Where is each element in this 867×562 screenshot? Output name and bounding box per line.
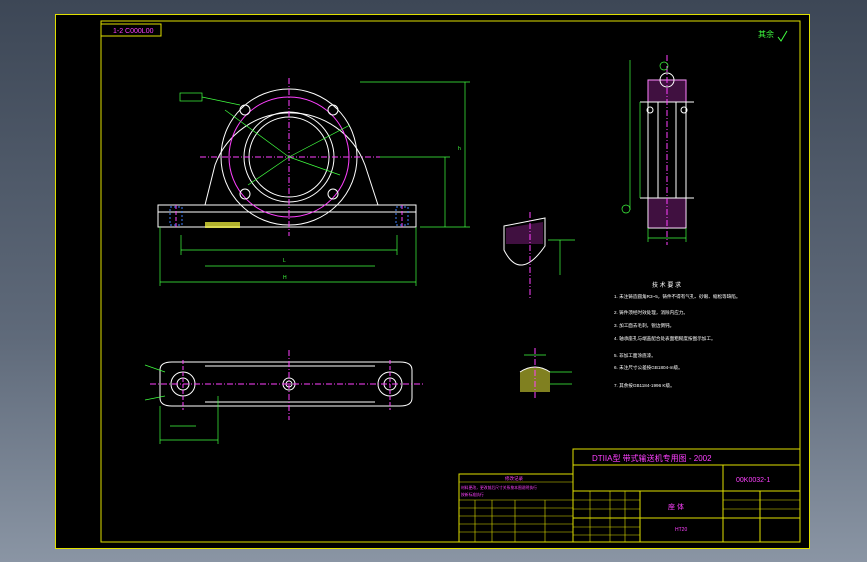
tech-req-item: 3. 加工面去毛刺，锐边倒钝。: [614, 322, 674, 329]
tech-req-heading: 技 术 要 求: [652, 281, 681, 289]
drawing-sheet: [55, 14, 810, 549]
title-block-title: DTIIA型 带式输送机专用图 - 2002: [592, 453, 712, 463]
title-block-part-name: 座 体: [668, 502, 684, 511]
drawing-id-box: [100, 23, 162, 37]
tech-req-item: 2. 铸件须经时效处理，消除内应力。: [614, 309, 688, 316]
revision-block: 修改记录 材料更改，更改前后尺寸关系按本图说明执行 按新标准执行: [458, 473, 574, 543]
detail-view-i: [503, 212, 575, 300]
top-view: [144, 350, 425, 444]
dim-height: h: [458, 146, 461, 152]
revision-line: 材料更改，更改前后尺寸关系按本图说明执行: [461, 485, 537, 490]
tech-req-item: 5. 非加工面涂底漆。: [614, 352, 656, 359]
dim-base-inner: L: [283, 258, 286, 264]
detail-view-ii: [519, 348, 572, 400]
title-block-material: HT20: [675, 527, 687, 533]
inner-frame: [100, 20, 801, 543]
revision-heading: 修改记录: [505, 475, 523, 482]
side-view: [621, 55, 694, 245]
roughness-symbol-icon: [777, 30, 788, 42]
tech-req-item: 1. 未注铸造圆角R3~5，铸件不得有气孔、砂眼、缩松等缺陷。: [614, 293, 740, 300]
drawing-id-text: 1-2 C000L00: [113, 28, 154, 35]
revision-line: 按新标准执行: [461, 492, 484, 497]
tech-req-item: 4. 轴承座孔与端盖配合处表面粗糙度按图示加工。: [614, 335, 716, 342]
dim-base-outer: H: [283, 275, 287, 281]
tech-requirements: 技 术 要 求 1. 未注铸造圆角R3~5，铸件不得有气孔、砂眼、缩松等缺陷。 …: [614, 281, 740, 389]
title-block-drawing-no: 00K0032-1: [736, 477, 770, 484]
title-block: DTIIA型 带式输送机专用图 - 2002 00K0032-1 座 体 HT2…: [572, 448, 801, 543]
roughness-note: 其余: [758, 29, 774, 39]
front-view: L H h: [157, 78, 470, 286]
tech-req-item: 6. 未注尺寸公差按GB1804-m级。: [614, 364, 683, 371]
tech-req-item: 7. 其余按GB1184-1996 K级。: [614, 382, 675, 389]
